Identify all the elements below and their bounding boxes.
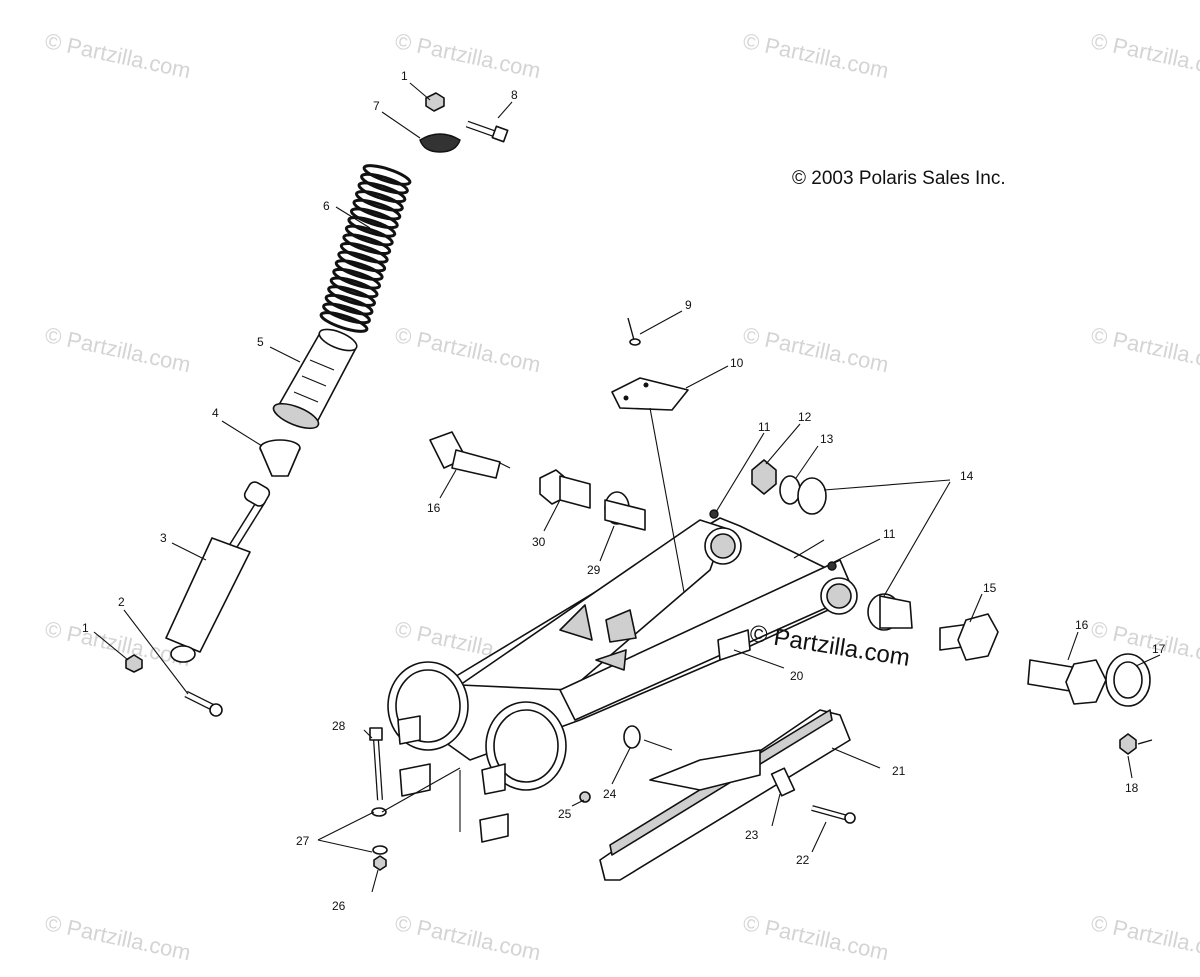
bolt-2 [184,690,223,717]
spring-coil [329,276,379,299]
spring-coil [327,285,376,307]
callout-16: 16 [427,501,441,515]
leader-lines [93,82,1161,893]
shock-assembly [125,92,509,717]
clamp-hardware [369,727,388,871]
spring-cup [259,439,301,477]
pivot-hardware [429,431,1153,755]
spring-coil [324,293,374,316]
spring-coil [349,207,399,230]
callout-27: 27 [296,834,310,848]
callout-23: 23 [745,828,759,842]
bolt-8 [465,120,509,143]
spring-coil [342,233,392,256]
callout-11: 11 [758,420,771,434]
spring-coil [334,259,384,281]
callout-24: 24 [603,787,617,801]
spring-retainer [419,133,461,153]
spring-coil [337,250,387,273]
callout-26: 26 [332,899,346,913]
callout-21: 21 [892,764,906,778]
spring-coil [332,267,382,290]
spring-coil [322,302,371,325]
callout-13: 13 [820,432,834,446]
callout-29: 29 [587,563,601,577]
callout-14: 14 [960,469,974,483]
slide-rail [599,709,856,881]
callout-9: 9 [685,298,692,312]
callout-28: 28 [332,719,346,733]
callout-30: 30 [532,535,546,549]
callout-7: 7 [373,99,380,113]
callout-11b: 11 [883,527,896,541]
spring-coil [339,241,389,264]
callout-22: 22 [796,853,810,867]
nut-bottom [125,654,143,673]
spring-coil [355,190,404,212]
spring-guide [272,328,358,430]
callout-6: 6 [323,199,330,213]
swing-arm [387,317,858,843]
spring-coil [319,311,369,333]
copyright-notice: © 2003 Polaris Sales Inc. [792,168,1006,189]
spring-coil [360,172,409,195]
screw-9 [627,317,635,341]
spring-coil [344,224,394,247]
callout-5: 5 [257,335,264,349]
spring [319,164,412,333]
callout-10: 10 [730,356,744,370]
callout-17: 17 [1152,642,1166,656]
callout-numbers: 1 7 8 6 5 4 3 2 1 9 10 11 12 13 14 16 30… [82,69,1166,913]
callout-2: 2 [118,595,125,609]
nut-top [425,92,445,112]
callout-1: 1 [401,69,408,83]
spring-coil [362,164,412,186]
bracket-10 [611,377,689,411]
spring-coil [357,181,407,204]
callout-25: 25 [558,807,572,821]
callout-15: 15 [983,581,997,595]
spring-coil [352,198,402,221]
callout-8: 8 [511,88,518,102]
callout-12: 12 [798,410,812,424]
callout-18: 18 [1125,781,1139,795]
callout-1b: 1 [82,621,89,635]
callout-16b: 16 [1075,618,1089,632]
shock-absorber [165,481,271,663]
spring-coil [347,216,397,238]
callout-4: 4 [212,406,219,420]
callout-3: 3 [160,531,167,545]
callout-20: 20 [790,669,804,683]
